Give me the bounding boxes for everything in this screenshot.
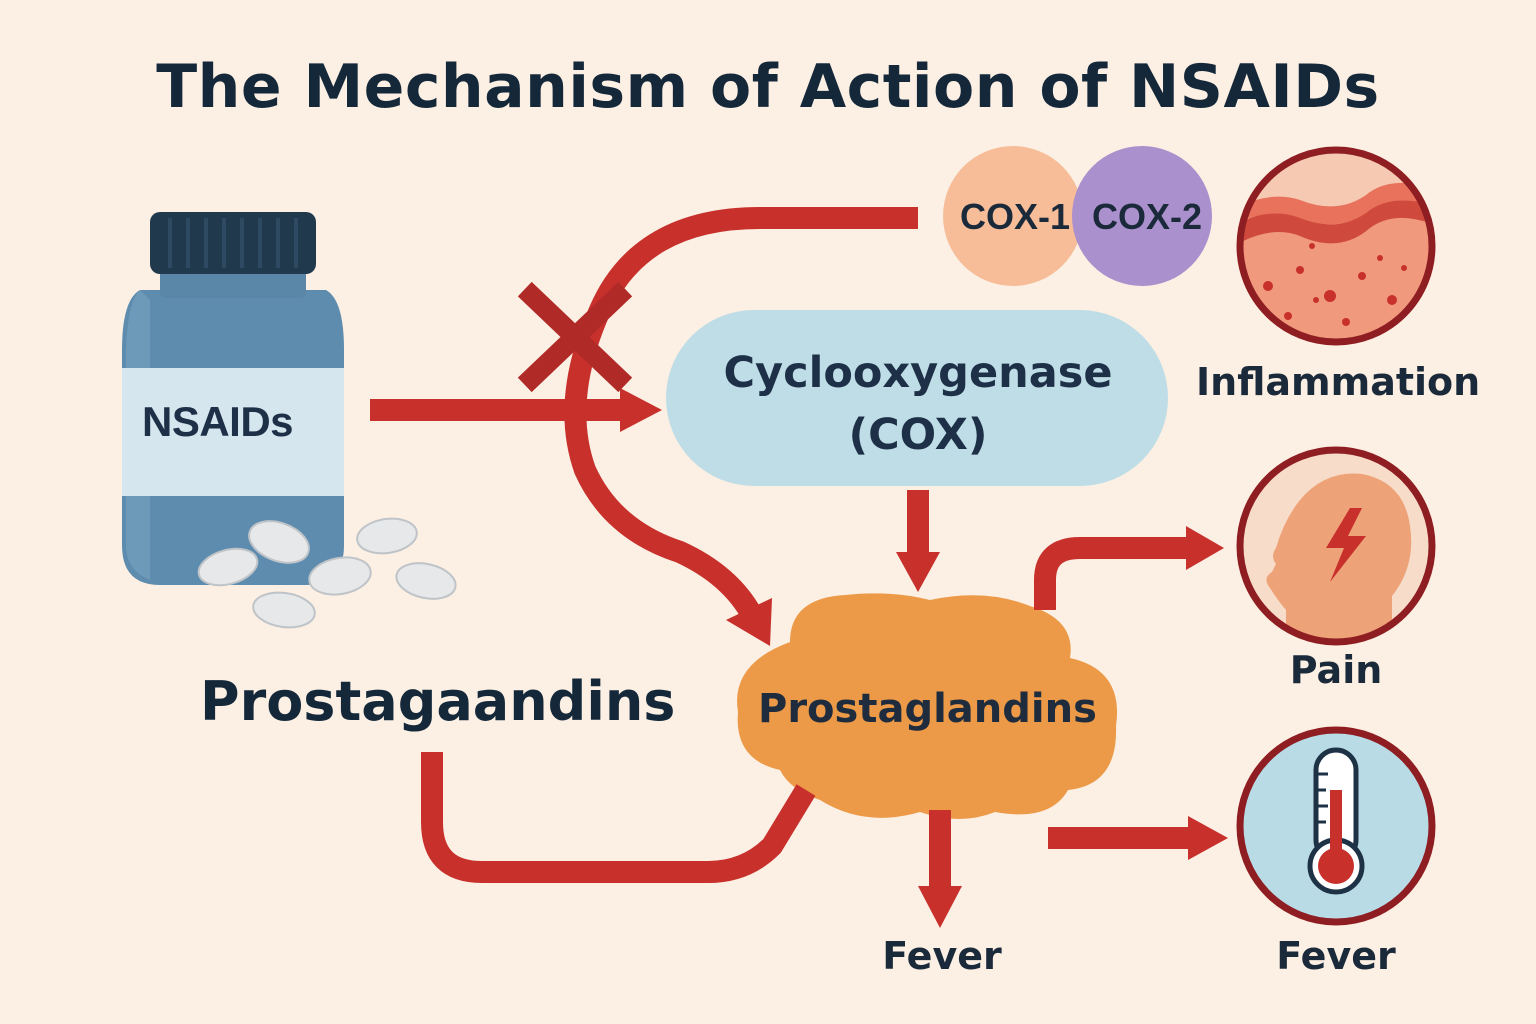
pill-bottle-icon: [122, 212, 344, 585]
cox2-label: COX-2: [1091, 196, 1203, 237]
cox-enzyme-label: Cyclooxygenase (COX): [668, 342, 1168, 466]
cox2-circle: [1072, 146, 1212, 286]
inhibition-x-icon: [517, 281, 633, 393]
loop-connector: [421, 752, 816, 883]
fever-right-label: Fever: [1276, 934, 1396, 978]
nsaids-bottle-label: NSAIDs: [142, 398, 294, 445]
inflammation-label: Inflammation: [1196, 360, 1481, 404]
pathway-arrows: [370, 207, 1190, 888]
cox1-label: COX-1: [959, 196, 1071, 237]
arrow-cox-to-prostaglandins-curve: [564, 207, 918, 621]
pain-label: Pain: [1289, 648, 1383, 692]
prostaglandins-left-label: Prostagaandins: [200, 670, 676, 733]
cox1-circle: [943, 146, 1083, 286]
prostaglandins-blob-label: Prostaglandins: [758, 686, 1097, 732]
prostaglandins-blob: [737, 593, 1118, 819]
cox-enzyme-abbrev: (COX): [848, 410, 988, 460]
pills-icon: [197, 517, 457, 629]
diagram-title: The Mechanism of Action of NSAIDs: [156, 52, 1380, 122]
cox-enzyme-box: [666, 310, 1168, 486]
thermometer-icon: [1236, 726, 1436, 926]
inflammation-icon: [1236, 146, 1436, 346]
arrow-heads: [620, 388, 1228, 928]
fever-center-label: Fever: [882, 934, 1002, 978]
cox-enzyme-name: Cyclooxygenase: [723, 348, 1113, 398]
pain-head-icon: [1236, 446, 1436, 646]
arrow-to-pain: [1034, 537, 1188, 610]
